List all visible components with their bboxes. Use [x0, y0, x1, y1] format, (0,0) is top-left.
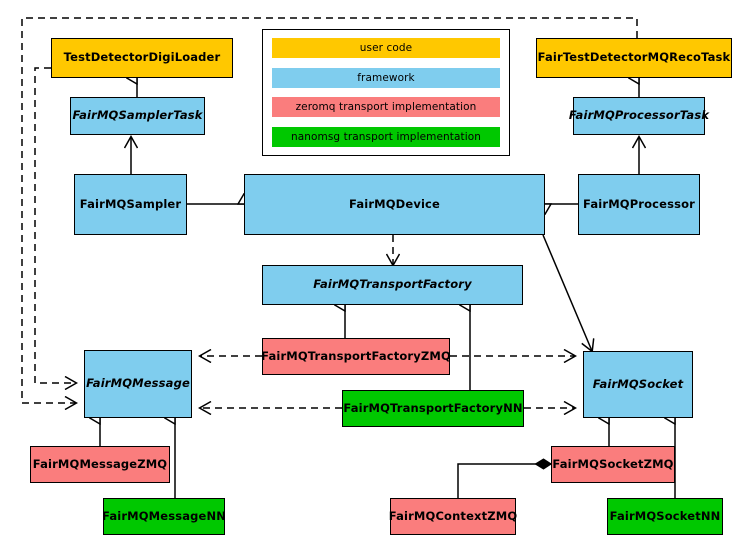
- class-label-fairmqsocket: FairMQSocket: [592, 376, 684, 391]
- legend-item-zeromq: zeromq transport implementation: [272, 97, 500, 118]
- class-label-fairmqtransportfactorynn: FairMQTransportFactoryNN: [343, 400, 523, 415]
- class-box-fairmqsocketnn[interactable]: FairMQSocketNN: [607, 498, 723, 535]
- class-box-fairmqsamplertask[interactable]: FairMQSamplerTask: [70, 97, 205, 135]
- class-box-fairmqprocessortask[interactable]: FairMQProcessorTask: [569, 97, 709, 135]
- class-box-fairmqcontextzmq[interactable]: FairMQContextZMQ: [388, 498, 518, 535]
- class-label-fairmqdevice: FairMQDevice: [349, 196, 440, 211]
- class-label-testdetectordigiloader: TestDetectorDigiLoader: [63, 50, 221, 65]
- class-label-fairmqtransportfactoryzmq: FairMQTransportFactoryZMQ: [261, 348, 451, 363]
- legend-label-zeromq: zeromq transport implementation: [295, 101, 477, 114]
- class-box-fairmqprocessor[interactable]: FairMQProcessor: [578, 174, 700, 235]
- class-label-fairmqmessage: FairMQMessage: [86, 376, 190, 391]
- class-box-fairmqtransportfactoryzmq[interactable]: FairMQTransportFactoryZMQ: [261, 338, 451, 375]
- legend-label-framework: framework: [357, 71, 415, 84]
- class-label-fairmqsamplertask: FairMQSamplerTask: [72, 108, 203, 123]
- class-label-fairtestdetectormqrecotask: FairTestDetectorMQRecoTask: [537, 50, 731, 65]
- legend-panel: user code framework zeromq transport imp…: [262, 29, 510, 156]
- legend-label-user-code: user code: [359, 42, 413, 54]
- class-label-fairmqcontextzmq: FairMQContextZMQ: [388, 508, 518, 523]
- class-box-fairmqsocket[interactable]: FairMQSocket: [583, 351, 693, 418]
- class-box-fairmqtransportfactory[interactable]: FairMQTransportFactory: [262, 265, 523, 305]
- class-box-fairmqmessage[interactable]: FairMQMessage: [84, 350, 192, 418]
- edge-device-uses-socket: [542, 234, 592, 351]
- class-label-fairmqprocessor: FairMQProcessor: [583, 196, 695, 211]
- class-label-fairmqprocessortask: FairMQProcessorTask: [568, 108, 710, 123]
- class-box-fairtestdetectormqrecotask[interactable]: FairTestDetectorMQRecoTask: [536, 38, 732, 78]
- class-label-fairmqsocketnn: FairMQSocketNN: [609, 508, 721, 523]
- class-label-fairmqsocketzmq: FairMQSocketZMQ: [552, 456, 674, 471]
- class-box-fairmqmessagenn[interactable]: FairMQMessageNN: [102, 498, 226, 535]
- legend-label-nanomsg: nanomsg transport implementation: [290, 130, 482, 143]
- legend-item-framework: framework: [272, 67, 500, 88]
- class-box-fairmqdevice[interactable]: FairMQDevice: [244, 174, 545, 235]
- class-label-fairmqmessagenn: FairMQMessageNN: [102, 508, 226, 523]
- class-box-fairmqsocketzmq[interactable]: FairMQSocketZMQ: [551, 446, 675, 483]
- class-box-fairmqtransportfactorynn[interactable]: FairMQTransportFactoryNN: [342, 390, 524, 427]
- legend-item-user-code: user code: [272, 38, 500, 58]
- edge-socketzmq-composes-contextzmq: [457, 464, 551, 498]
- class-box-fairmqmessagezmq[interactable]: FairMQMessageZMQ: [30, 446, 170, 483]
- class-box-testdetectordigiloader[interactable]: TestDetectorDigiLoader: [51, 38, 233, 78]
- legend-item-nanomsg: nanomsg transport implementation: [272, 126, 500, 147]
- class-box-fairmqsampler[interactable]: FairMQSampler: [74, 174, 187, 235]
- class-label-fairmqsampler: FairMQSampler: [79, 196, 182, 211]
- class-label-fairmqtransportfactory: FairMQTransportFactory: [313, 277, 472, 292]
- class-label-fairmqmessagezmq: FairMQMessageZMQ: [32, 456, 168, 471]
